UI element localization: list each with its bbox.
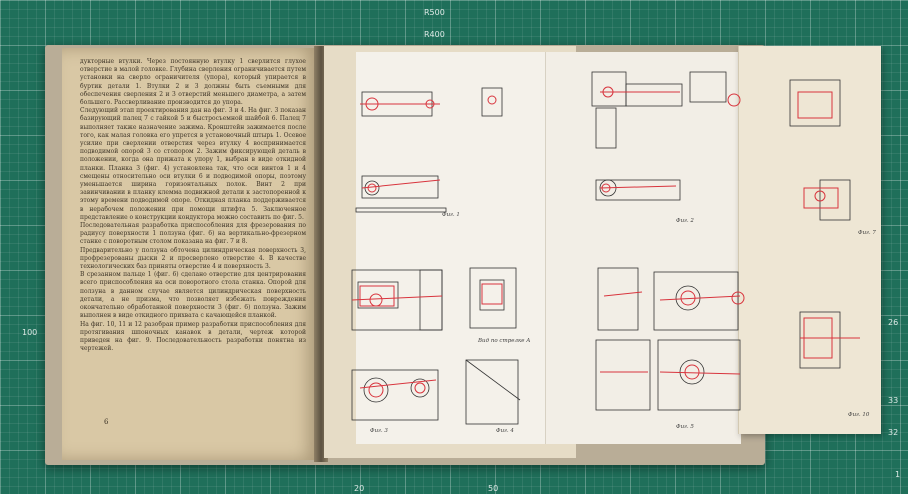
figure-caption: Фиг. 2 xyxy=(676,218,694,224)
drawing-fig2 xyxy=(591,71,727,201)
figure-caption: Фиг. 3 xyxy=(370,428,388,434)
left-page-text: дукторные втулки. Через постоянную втулк… xyxy=(80,58,306,353)
page-number: 6 xyxy=(104,418,109,426)
ruler-mark: 100 xyxy=(22,328,38,337)
ruler-mark: R400 xyxy=(424,30,445,39)
drawing-fig7 xyxy=(789,79,851,369)
left-page xyxy=(62,48,318,460)
figure-caption: Фиг. 10 xyxy=(848,412,870,418)
figure-caption: Фиг. 7 xyxy=(858,230,876,236)
foldout-panel-2 xyxy=(545,52,741,444)
ruler-mark: 1 xyxy=(895,470,901,479)
drawing-fig4 xyxy=(351,359,521,425)
figure-caption: Фиг. 1 xyxy=(442,212,460,218)
ruler-mark: R500 xyxy=(424,8,445,17)
ruler-mark: 20 xyxy=(354,484,365,493)
figure-caption: Вид по стрелке А xyxy=(478,338,531,344)
ruler-mark: 32 xyxy=(888,428,899,437)
drawing-fig5 xyxy=(595,267,741,411)
figure-caption: Фиг. 5 xyxy=(676,424,694,430)
foldout-panel-3 xyxy=(738,46,881,434)
ruler-mark: 33 xyxy=(888,396,899,405)
foldout-panel-1 xyxy=(356,52,551,444)
drawing-fig3 xyxy=(351,267,517,331)
figure-caption: Фиг. 4 xyxy=(496,428,514,434)
ruler-mark: 50 xyxy=(488,484,499,493)
ruler-mark: 26 xyxy=(888,318,899,327)
